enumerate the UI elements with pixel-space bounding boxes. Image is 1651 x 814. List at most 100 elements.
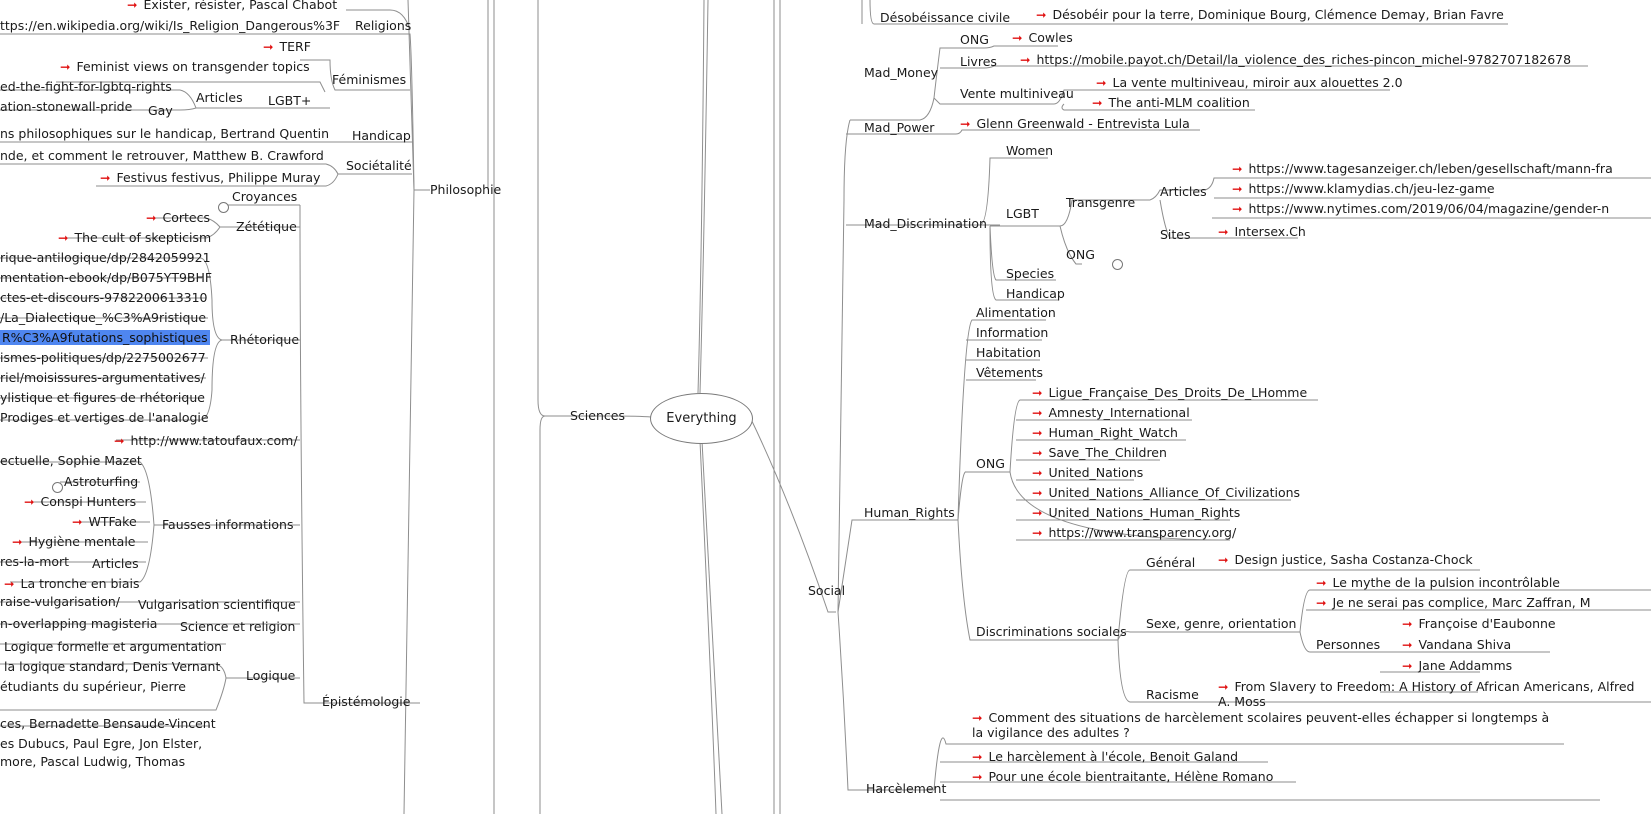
link-node[interactable]: ➞United_Nations [1032, 465, 1144, 480]
node-racisme[interactable]: Racisme [1146, 687, 1199, 702]
link-node[interactable]: ➞La tronche en biais [4, 576, 140, 591]
node-ong[interactable]: ONG [976, 456, 1005, 471]
node-vetements[interactable]: Vêtements [976, 365, 1044, 380]
node-women[interactable]: Women [1006, 143, 1054, 158]
node-sciences[interactable]: Sciences [570, 408, 625, 423]
link-node[interactable]: ➞United_Nations_Human_Rights [1032, 505, 1241, 520]
node-social[interactable]: Social [808, 583, 846, 598]
node-gay[interactable]: Gay [148, 103, 173, 118]
node-mad-discrimination[interactable]: Mad_Discrimination [864, 216, 987, 231]
link-node[interactable]: ➞Feminist views on transgender topics [60, 59, 310, 74]
text-node[interactable]: ylistique et figures de rhétorique [0, 390, 205, 405]
link-node[interactable]: ➞Ligue_Française_Des_Droits_De_LHomme [1032, 385, 1308, 400]
link-node[interactable]: ➞Je ne serai pas complice, Marc Zaffran,… [1316, 595, 1591, 610]
link-node[interactable]: ➞Le harcèlement à l'école, Benoit Galand [972, 749, 1239, 764]
link-node[interactable]: ➞Save_The_Children [1032, 445, 1167, 460]
text-node[interactable]: riel/moisissures-argumentatives/ [0, 370, 205, 385]
node-articles[interactable]: Articles [1160, 184, 1207, 199]
node-desobeissance-civile[interactable]: Désobéissance civile [880, 10, 1011, 25]
link-node[interactable]: ➞Cortecs [146, 210, 210, 225]
node-livres[interactable]: Livres [960, 54, 997, 69]
node-harcelement[interactable]: Harcèlement [866, 781, 947, 796]
text-node[interactable]: Prodiges et vertiges de l'analogie [0, 410, 209, 425]
node-vente-multiniveau[interactable]: Vente multiniveau [960, 86, 1074, 101]
text-node[interactable]: ed-the-fight-for-lgbtq-rights [0, 79, 172, 94]
node-discriminations-sociales[interactable]: Discriminations sociales [976, 624, 1127, 639]
link-node[interactable]: ➞Désobéir pour la terre, Dominique Bourg… [1036, 7, 1504, 22]
node-articles[interactable]: Articles [92, 556, 139, 571]
link-node[interactable]: ➞United_Nations_Alliance_Of_Civilization… [1032, 485, 1301, 500]
node-science-religion[interactable]: Science et religion [180, 619, 296, 634]
text-node[interactable]: ttps://en.wikipedia.org/wiki/Is_Religion… [0, 18, 341, 33]
text-node[interactable]: more, Pascal Ludwig, Thomas [0, 754, 186, 769]
node-philosophie[interactable]: Philosophie [430, 182, 502, 197]
link-node[interactable]: ➞Human_Right_Watch [1032, 425, 1178, 440]
node-information[interactable]: Information [976, 325, 1049, 340]
text-node[interactable]: ctes-et-discours-9782200613310 [0, 290, 208, 305]
node-handicap[interactable]: Handicap [1006, 286, 1065, 301]
node-habitation[interactable]: Habitation [976, 345, 1041, 360]
link-node[interactable]: ➞Jane Addamms [1402, 658, 1513, 673]
link-node[interactable]: ➞WTFake [72, 514, 137, 529]
node-rhetorique[interactable]: Rhétorique [230, 332, 300, 347]
node-feminismes[interactable]: Féminismes [332, 72, 407, 87]
collapsed-node-circle-icon[interactable] [218, 202, 229, 213]
text-node[interactable]: ismes-politiques/dp/2275002677 [0, 350, 206, 365]
text-node[interactable]: Logique formelle et argumentation [4, 639, 223, 654]
text-node[interactable]: res-la-mort [0, 554, 70, 569]
node-religions[interactable]: Religions [355, 18, 412, 33]
link-node[interactable]: ➞https://www.tagesanzeiger.ch/leben/gese… [1232, 161, 1613, 176]
node-zetetique[interactable]: Zététique [236, 219, 297, 234]
node-ong[interactable]: ONG [960, 32, 989, 47]
link-node[interactable]: ➞Cowles [1012, 30, 1073, 45]
link-node[interactable]: ➞The cult of skepticism [58, 230, 212, 245]
link-node[interactable]: ➞Amnesty_International [1032, 405, 1190, 420]
link-node[interactable]: ➞TERF [263, 39, 311, 54]
root-node[interactable]: Everything [650, 393, 753, 444]
link-node[interactable]: ➞Pour une école bientraitante, Hélène Ro… [972, 769, 1274, 784]
text-node[interactable]: ns philosophiques sur le handicap, Bertr… [0, 126, 329, 141]
link-node[interactable]: ➞Glenn Greenwald - Entrevista Lula [960, 116, 1190, 131]
selected-node[interactable]: R%C3%A9futations_sophistiques [0, 330, 210, 345]
node-ong[interactable]: ONG [1066, 247, 1095, 262]
link-node[interactable]: ➞Françoise d'Eaubonne [1402, 616, 1556, 631]
link-node[interactable]: ➞Vandana Shiva [1402, 637, 1512, 652]
link-node[interactable]: ➞https://www.nytimes.com/2019/06/04/maga… [1232, 201, 1610, 216]
text-node[interactable]: es Dubucs, Paul Egre, Jon Elster, [0, 736, 203, 751]
node-epistemologie[interactable]: Épistémologie [322, 694, 411, 709]
node-mad-power[interactable]: Mad_Power [864, 120, 935, 135]
text-node[interactable]: raise-vulgarisation/ [0, 594, 120, 609]
node-fausses-informations[interactable]: Fausses informations [162, 517, 294, 532]
node-transgenre[interactable]: Transgenre [1066, 195, 1136, 210]
link-node[interactable]: ➞The anti-MLM coalition [1092, 95, 1250, 110]
link-node[interactable]: ➞From Slavery to Freedom: A History of A… [1218, 679, 1635, 709]
text-node[interactable]: ectuelle, Sophie Mazet [0, 453, 142, 468]
link-node[interactable]: ➞Intersex.Ch [1218, 224, 1306, 239]
node-astroturfing[interactable]: Astroturfing [64, 474, 139, 489]
node-human-rights[interactable]: Human_Rights [864, 505, 955, 520]
text-node[interactable]: ation-stonewall-pride [0, 99, 133, 114]
link-node[interactable]: ➞Hygiène mentale [12, 534, 136, 549]
link-node[interactable]: ➞https://mobile.payot.ch/Detail/la_viole… [1020, 52, 1572, 67]
text-node[interactable]: étudiants du supérieur, Pierre [0, 679, 186, 694]
node-lgbt[interactable]: LGBT [1006, 206, 1039, 221]
node-handicap[interactable]: Handicap [352, 128, 411, 143]
node-societalite[interactable]: Sociétalité [346, 158, 412, 173]
node-logique[interactable]: Logique [246, 668, 296, 683]
text-node[interactable]: la logique standard, Denis Vernant [4, 659, 221, 674]
node-general[interactable]: Général [1146, 555, 1196, 570]
node-mad-money[interactable]: Mad_Money [864, 65, 939, 80]
link-node[interactable]: ➞Conspi Hunters [24, 494, 137, 509]
collapsed-node-circle-icon[interactable] [1112, 259, 1123, 270]
collapsed-node-circle-icon[interactable] [52, 482, 63, 493]
link-node[interactable]: ➞Comment des situations de harcèlement s… [972, 710, 1550, 740]
node-sexe-genre-orientation[interactable]: Sexe, genre, orientation [1146, 616, 1297, 631]
node-croyances[interactable]: Croyances [232, 189, 298, 204]
node-articles[interactable]: Articles [196, 90, 243, 105]
node-lgbt[interactable]: LGBT+ [268, 93, 312, 108]
text-node[interactable]: ces, Bernadette Bensaude-Vincent [0, 716, 216, 731]
text-node[interactable]: /La_Dialectique_%C3%A9ristique [0, 310, 207, 325]
link-node[interactable]: ➞http://www.tatoufaux.com/ [114, 433, 298, 448]
link-node[interactable]: ➞https://www.transparency.org/ [1032, 525, 1237, 540]
